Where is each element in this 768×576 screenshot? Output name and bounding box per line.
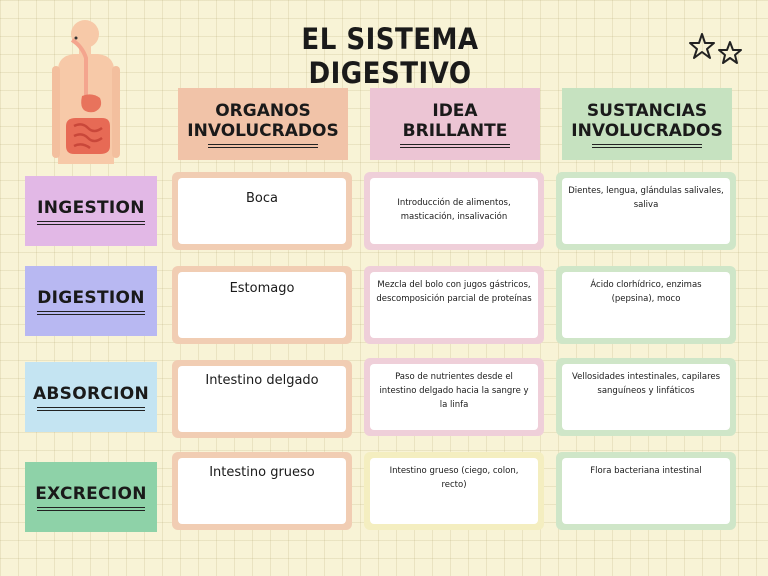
cell-idea-excrecion: Intestino grueso (ciego, colon, recto) — [364, 452, 544, 530]
cell-text: Boca — [178, 178, 346, 244]
cell-sustancias-absorcion: Vellosidades intestinales, capilares san… — [556, 358, 736, 436]
digestive-system-illustration — [52, 20, 120, 164]
row-label-text: INGESTION — [37, 197, 145, 218]
stars-decoration-icon — [689, 33, 742, 64]
header-sustancias: SUSTANCIAS INVOLUCRADOS — [562, 88, 732, 160]
header-underline — [400, 143, 510, 148]
row-label-underline — [37, 310, 145, 315]
cell-organo-absorcion: Intestino delgado — [172, 360, 352, 438]
cell-text: Intestino grueso — [178, 458, 346, 524]
row-label-ingestion: INGESTION — [25, 176, 157, 246]
cell-sustancias-ingestion: Dientes, lengua, glándulas salivales, sa… — [556, 172, 736, 250]
cell-text: Dientes, lengua, glándulas salivales, sa… — [562, 178, 730, 244]
cell-text: Vellosidades intestinales, capilares san… — [562, 364, 730, 430]
row-label-text: DIGESTION — [37, 287, 145, 308]
cell-text: Introducción de alimentos, masticación, … — [370, 178, 538, 244]
row-label-underline — [37, 506, 145, 511]
row-label-text: EXCRECION — [35, 483, 147, 504]
header-organos-text: ORGANOS INVOLUCRADOS — [187, 100, 339, 141]
row-label-absorcion: ABSORCION — [25, 362, 157, 432]
header-idea: IDEA BRILLANTE — [370, 88, 540, 160]
cell-idea-ingestion: Introducción de alimentos, masticación, … — [364, 172, 544, 250]
cell-text: Flora bacteriana intestinal — [562, 458, 730, 524]
cell-organo-excrecion: Intestino grueso — [172, 452, 352, 530]
header-organos: ORGANOS INVOLUCRADOS — [178, 88, 348, 160]
row-label-digestion: DIGESTION — [25, 266, 157, 336]
row-label-excrecion: EXCRECION — [25, 462, 157, 532]
cell-organo-digestion: Estomago — [172, 266, 352, 344]
cell-organo-ingestion: Boca — [172, 172, 352, 250]
cell-text: Ácido clorhídrico, enzimas (pepsina), mo… — [562, 272, 730, 338]
cell-idea-digestion: Mezcla del bolo con jugos gástricos, des… — [364, 266, 544, 344]
cell-text: Intestino delgado — [178, 366, 346, 432]
cell-text: Mezcla del bolo con jugos gástricos, des… — [370, 272, 538, 338]
row-label-underline — [37, 406, 145, 411]
header-sustancias-text: SUSTANCIAS INVOLUCRADOS — [571, 100, 723, 141]
row-label-text: ABSORCION — [32, 383, 150, 404]
cell-text: Paso de nutrientes desde el intestino de… — [370, 364, 538, 430]
cell-idea-absorcion: Paso de nutrientes desde el intestino de… — [364, 358, 544, 436]
header-underline — [592, 143, 702, 148]
cell-text: Estomago — [178, 272, 346, 338]
row-label-underline — [37, 220, 145, 225]
header-underline — [208, 143, 318, 148]
cell-text: Intestino grueso (ciego, colon, recto) — [370, 458, 538, 524]
cell-sustancias-digestion: Ácido clorhídrico, enzimas (pepsina), mo… — [556, 266, 736, 344]
cell-sustancias-excrecion: Flora bacteriana intestinal — [556, 452, 736, 530]
page-title: EL SISTEMA DIGESTIVO — [301, 22, 479, 90]
header-idea-text: IDEA BRILLANTE — [402, 100, 508, 141]
